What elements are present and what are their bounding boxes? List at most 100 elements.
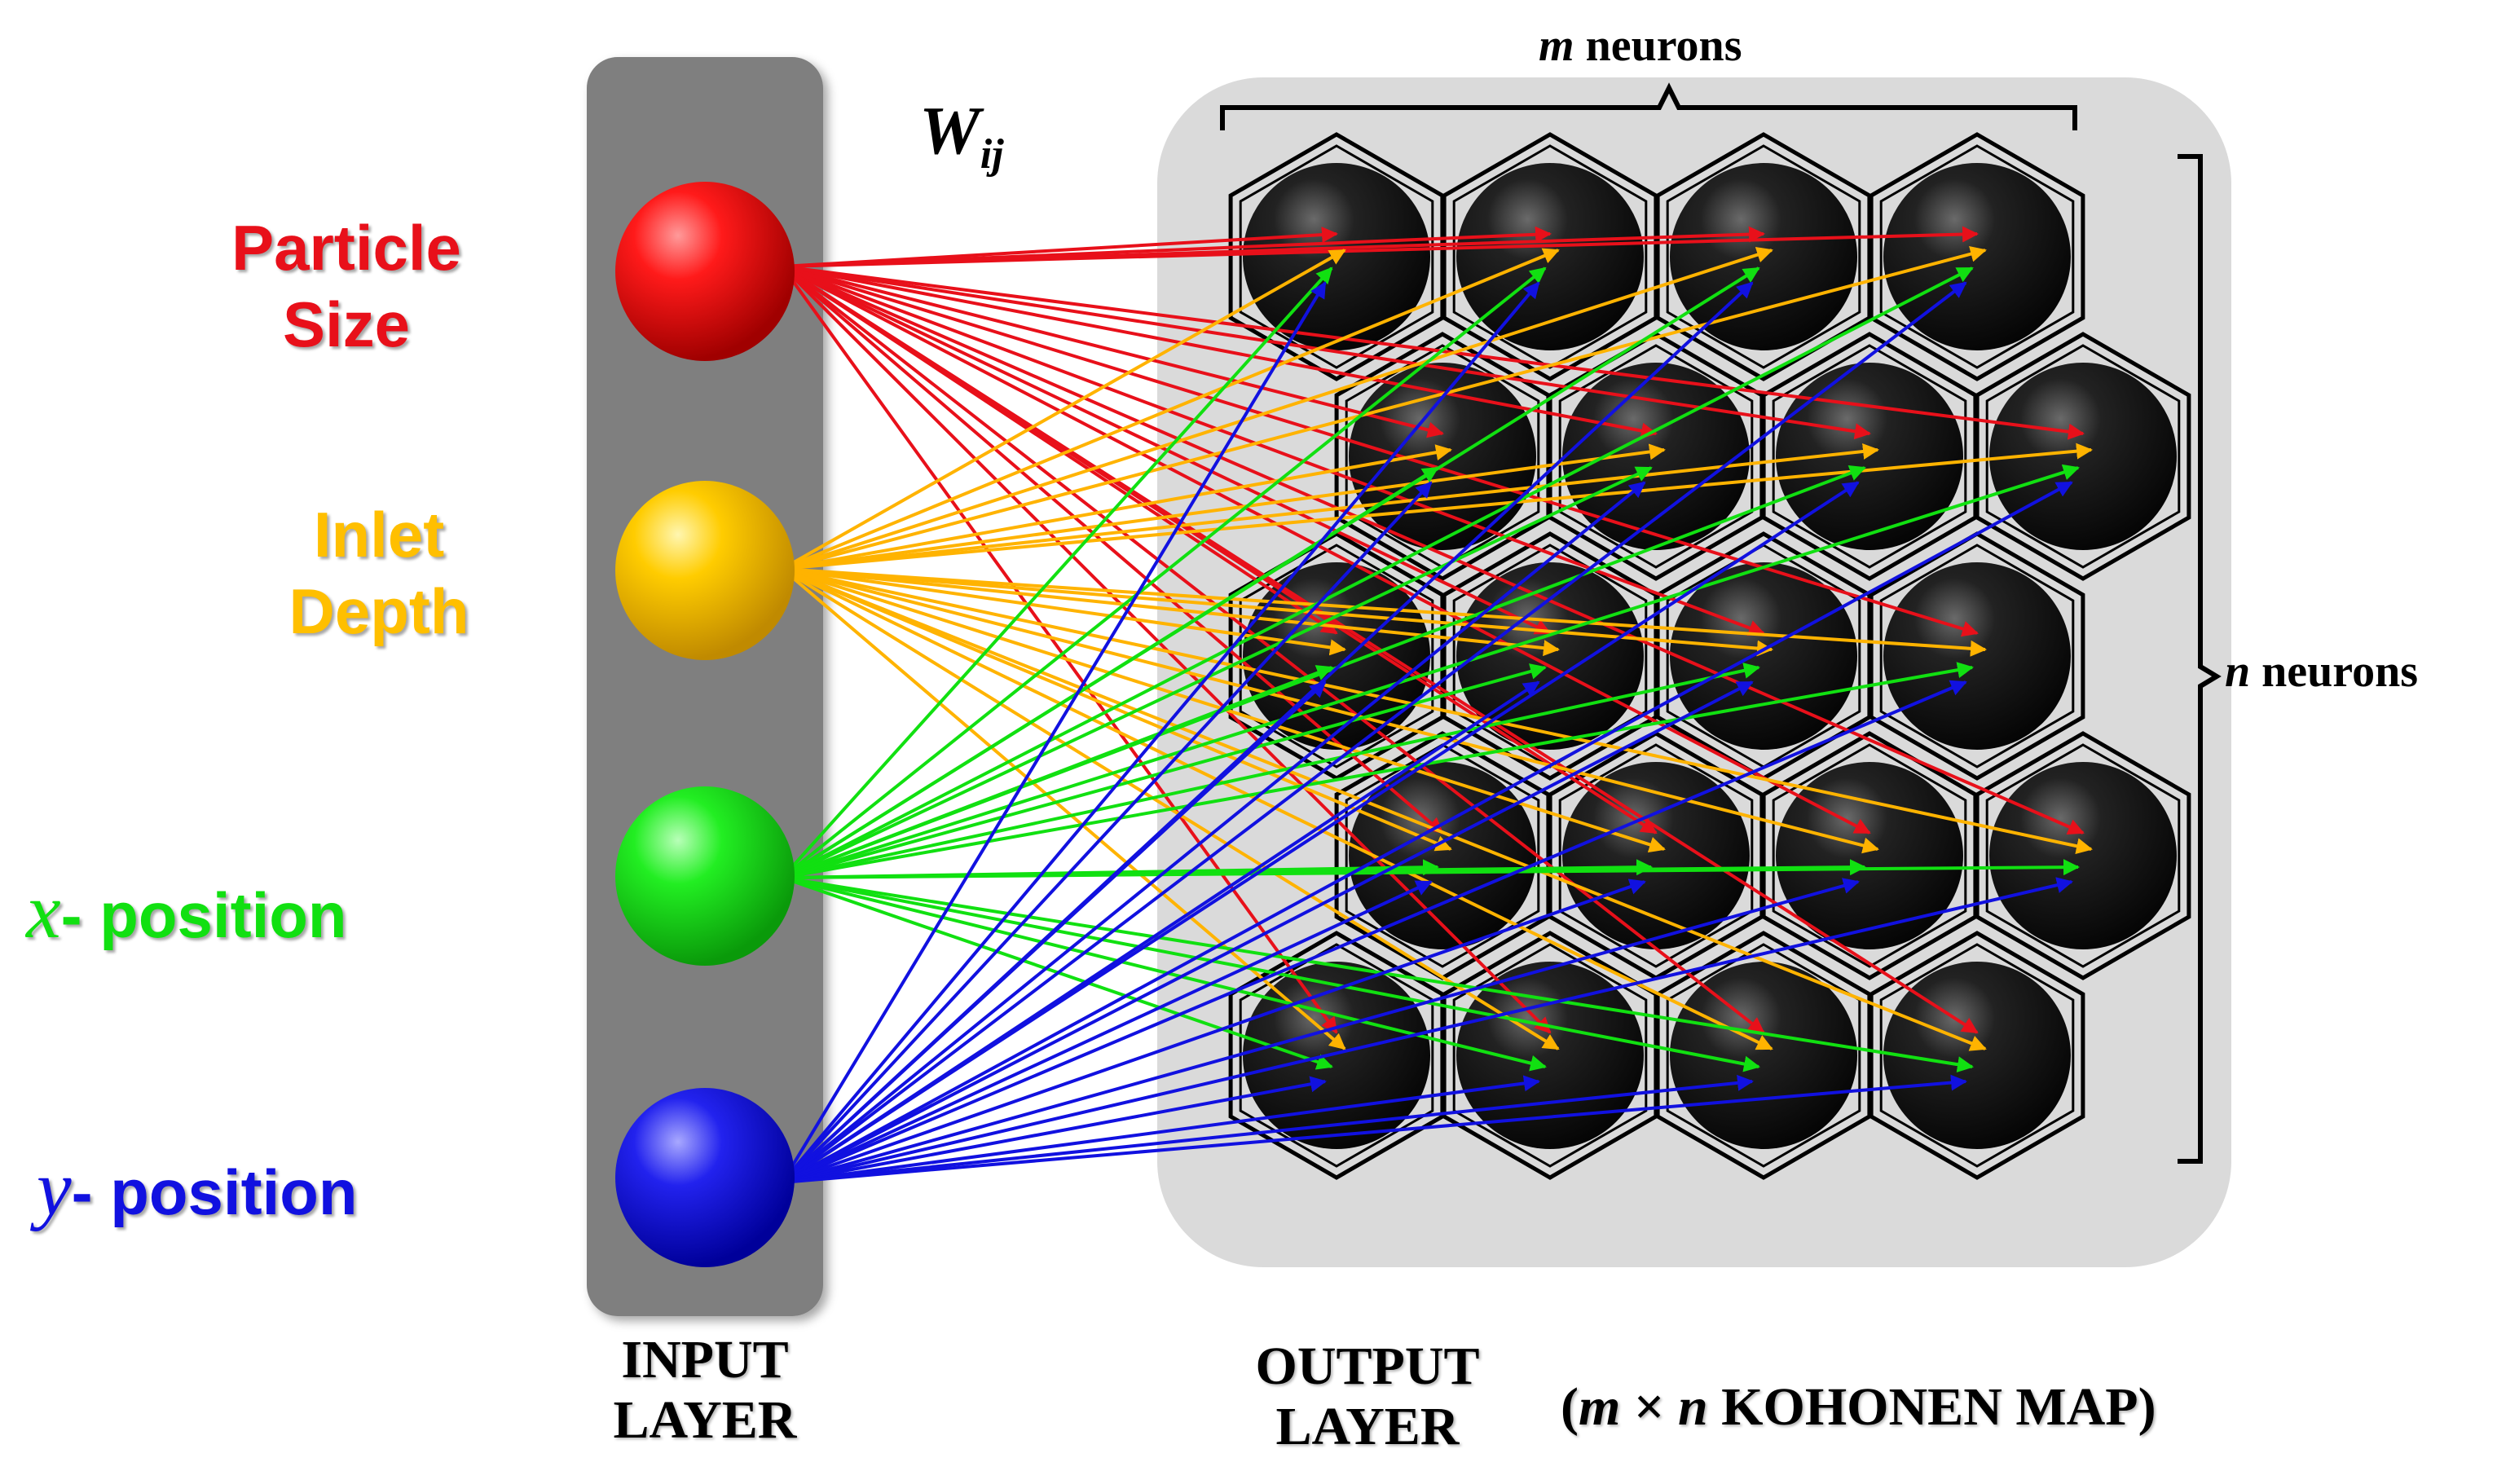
input-panel — [587, 57, 823, 1316]
weight-connections — [781, 226, 2093, 1184]
output-neuron — [1243, 163, 1430, 350]
label-y-position: y- position — [37, 1141, 358, 1235]
weight-connection — [782, 265, 2085, 440]
weight-connection — [782, 248, 1560, 570]
weight-connection — [782, 567, 2093, 855]
weight-connection — [781, 281, 1327, 1184]
weight-connection — [782, 567, 1987, 1051]
label-particle-size-line1: Particle — [231, 212, 461, 284]
output-layer-line1: OUTPUT — [1255, 1336, 1480, 1396]
output-neuron — [1349, 363, 1536, 550]
m-neurons-text: neurons — [1585, 20, 1742, 71]
weight-connection — [782, 246, 1773, 570]
label-x-position: x- position — [26, 864, 347, 958]
hex-cell-inner — [1879, 544, 2075, 768]
input-layer-caption: INPUT LAYER — [575, 1330, 835, 1451]
hex-cell-inner — [1666, 144, 1861, 369]
n-variable: n — [2225, 646, 2251, 697]
weight-connection — [782, 444, 1452, 570]
output-neuron — [1670, 163, 1857, 350]
weight-connection — [782, 265, 1765, 636]
weight-connection — [782, 680, 1754, 1184]
hex-cell-inner — [1558, 344, 1754, 569]
output-layer-line2: LAYER — [1275, 1396, 1460, 1456]
output-neuron — [1989, 762, 2177, 949]
weight-label: Wij — [919, 91, 1004, 178]
input-neuron-x-position — [615, 786, 795, 966]
input-layer-line2: LAYER — [613, 1389, 797, 1450]
weight-connection — [782, 876, 1974, 1073]
m-neurons-brace — [1220, 82, 2077, 130]
weight-connection — [782, 567, 1452, 852]
weight-connection — [782, 466, 1653, 879]
label-particle-size: Particle Size — [175, 210, 517, 363]
weight-connection — [782, 443, 2093, 570]
weight-connection — [782, 859, 2080, 879]
weight-connection — [781, 266, 1547, 879]
n-neurons-text: neurons — [2261, 646, 2419, 697]
x-position-text: - position — [60, 879, 347, 951]
m-variable: m — [1539, 20, 1574, 71]
weight-connection — [782, 1074, 1754, 1184]
weight-connection — [782, 443, 1879, 570]
weight-connection — [782, 226, 1979, 268]
weight-connection — [781, 265, 1765, 1034]
weight-connection — [782, 567, 1773, 1050]
hex-cell-inner — [1985, 743, 2181, 968]
map-open-paren: ( — [1561, 1377, 1579, 1437]
input-neuron-inlet-depth — [615, 481, 795, 660]
weight-connection — [782, 567, 1773, 657]
weight-connection — [782, 1076, 1327, 1184]
output-layer-caption: OUTPUT LAYER — [1204, 1336, 1530, 1457]
y-variable: y — [37, 1144, 72, 1231]
weight-connection — [782, 249, 1346, 570]
hex-cell-inner — [1345, 743, 1540, 968]
hex-cell-inner — [1772, 344, 1967, 569]
weight-connection — [781, 481, 1646, 1184]
input-neuron-y-position — [615, 1088, 795, 1267]
weight-connection — [781, 266, 1333, 879]
weight-connection — [782, 1075, 1540, 1184]
hex-cell-inner — [1985, 344, 2181, 569]
weight-connection — [782, 665, 1333, 879]
hex-cell-inner — [1879, 943, 2075, 1168]
weight-connection — [782, 662, 1974, 879]
weight-connection — [782, 877, 2073, 1184]
weight-connection — [781, 481, 1433, 1184]
label-inlet-depth: Inlet Depth — [232, 497, 526, 650]
weight-symbol: W — [919, 93, 980, 169]
map-n-variable: n — [1677, 1377, 1708, 1437]
weight-connection — [782, 878, 1860, 1184]
hex-cell-inner — [1879, 144, 2075, 369]
m-neurons-label: m neurons — [1539, 20, 1742, 72]
output-neuron — [1883, 962, 2071, 1149]
output-neuron — [1349, 762, 1536, 949]
map-times: × — [1633, 1377, 1665, 1437]
label-particle-size-line2: Size — [282, 288, 411, 360]
hex-cell-inner — [1239, 144, 1434, 369]
x-variable: x — [26, 867, 61, 954]
weight-connection — [782, 265, 1871, 440]
weight-subscript: ij — [980, 130, 1004, 178]
weight-connection — [781, 466, 1439, 879]
input-layer-line1: INPUT — [621, 1330, 789, 1389]
map-m-variable: m — [1578, 1377, 1621, 1437]
weight-connection — [782, 680, 1967, 1184]
weight-connection — [782, 567, 1560, 657]
label-inlet-depth-line1: Inlet — [313, 499, 445, 570]
weight-connection — [782, 879, 1646, 1184]
weight-connection — [782, 567, 1987, 657]
hex-cell-inner — [1772, 743, 1967, 968]
weight-connection — [782, 265, 1979, 637]
weight-connection — [782, 443, 1666, 570]
weight-connection — [781, 281, 1540, 1184]
hex-cell-inner — [1558, 743, 1754, 968]
map-text: KOHONEN MAP) — [1721, 1377, 2156, 1437]
kohonen-map-caption: (m × n KOHONEN MAP) — [1561, 1377, 2156, 1438]
input-neuron-particle-size — [615, 182, 795, 361]
weight-connection — [782, 567, 1879, 854]
weight-connection — [782, 481, 2073, 1184]
weight-connection — [782, 880, 1433, 1184]
